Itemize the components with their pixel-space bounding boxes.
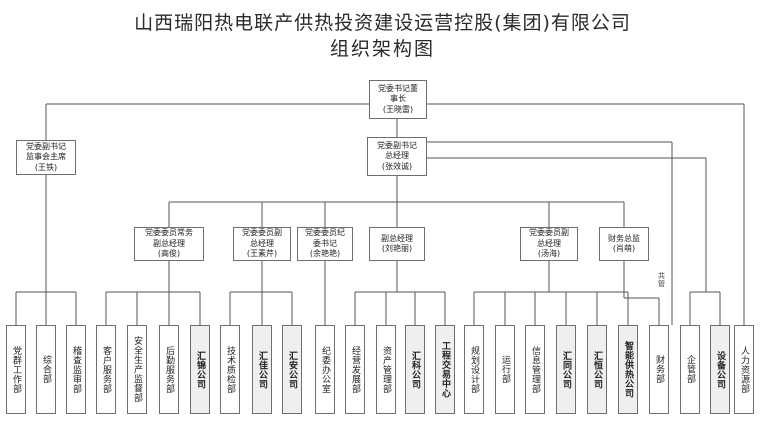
department-box: 客户服务部 xyxy=(96,325,116,414)
leader-line: (张效诚) xyxy=(381,161,413,171)
department-label: 汇恒公司 xyxy=(592,350,602,389)
department-label: 智能供热公司 xyxy=(623,341,633,398)
vp-tang-box: 党委委员副总经理(汤海) xyxy=(520,227,578,261)
vp-wang-box: 党委委员副总经理(王素芹) xyxy=(233,227,291,261)
leader-line: 党委委员副 xyxy=(529,228,569,238)
subsidiary-box: 工程交易中心 xyxy=(435,325,455,414)
department-label: 工程交易中心 xyxy=(440,341,450,398)
subsidiary-box: 汇同公司 xyxy=(556,325,576,414)
subsidiary-box: 汇安公司 xyxy=(282,325,302,414)
subsidiary-box: 智能供热公司 xyxy=(618,325,638,414)
leader-line: 委书记 xyxy=(313,238,337,248)
department-label: 人力资源部 xyxy=(739,345,749,394)
department-label: 综合部 xyxy=(41,355,51,384)
page-subtitle: 组织架构图 xyxy=(329,38,435,60)
shared-management-label: 共管 xyxy=(658,272,665,288)
leader-line: (高俊) xyxy=(157,249,181,259)
department-label: 汇佳公司 xyxy=(257,350,267,389)
leader-line: 党委委员副 xyxy=(242,228,282,238)
department-label: 后勤服务部 xyxy=(164,345,174,394)
department-label: 汇同公司 xyxy=(561,350,571,389)
department-box: 信息管理部 xyxy=(525,325,545,414)
department-box: 规划设计部 xyxy=(464,325,484,414)
department-box: 运行部 xyxy=(495,325,515,414)
department-label: 汇锦公司 xyxy=(195,350,205,389)
subsidiary-box: 汇恒公司 xyxy=(587,325,607,414)
department-label: 信息管理部 xyxy=(530,345,540,394)
subsidiary-box: 汇科公司 xyxy=(405,325,425,414)
leader-line: 党委副书记 xyxy=(377,140,417,150)
leader-line: (王素芹) xyxy=(246,249,278,259)
leader-line: (王晓雷) xyxy=(382,104,414,114)
leader-line: 总经理 xyxy=(385,151,409,161)
leader-line: 副总经理 xyxy=(381,233,413,243)
department-box: 技术质检部 xyxy=(220,325,240,414)
department-box: 纪委办公室 xyxy=(315,325,335,414)
vp-liu-box: 副总经理(刘艳丽) xyxy=(369,227,425,261)
leader-line: 事长 xyxy=(390,94,406,104)
department-label: 运行部 xyxy=(500,355,510,384)
vp-gao-box: 党委委员常务副总经理(高俊) xyxy=(134,227,204,261)
department-label: 设备公司 xyxy=(715,350,725,389)
leader-line: 党委副书记 xyxy=(26,141,66,151)
department-label: 规划设计部 xyxy=(469,345,479,394)
department-box: 综合部 xyxy=(36,325,56,414)
cfo-box: 财务总监(肖萌) xyxy=(599,227,649,261)
page-title: 山西瑞阳热电联产供热投资建设运营控股(集团)有限公司 xyxy=(134,12,631,34)
leader-line: 党委委员纪 xyxy=(305,228,345,238)
leader-line: (王铁) xyxy=(34,162,58,172)
department-label: 企管部 xyxy=(685,355,695,384)
department-label: 汇安公司 xyxy=(287,350,297,389)
department-label: 技术质检部 xyxy=(225,345,235,394)
subsidiary-box: 汇佳公司 xyxy=(252,325,272,414)
department-label: 客户服务部 xyxy=(101,345,111,394)
department-label: 稽查监审部 xyxy=(71,345,81,394)
department-label: 党群工作部 xyxy=(11,345,21,394)
department-label: 纪委办公室 xyxy=(320,345,330,394)
department-label: 汇科公司 xyxy=(410,350,420,389)
department-box: 党群工作部 xyxy=(6,325,26,414)
leader-line: 财务总监 xyxy=(608,233,640,243)
department-box: 财务部 xyxy=(649,325,669,414)
department-box: 资产管理部 xyxy=(376,325,396,414)
general-manager-box: 党委副书记总经理(张效诚) xyxy=(367,137,427,176)
department-label: 安全生产监督部 xyxy=(132,336,142,403)
department-box: 安全生产监督部 xyxy=(127,325,147,414)
leader-line: 党委书记董 xyxy=(378,83,418,93)
leader-line: (汤海) xyxy=(537,249,561,259)
department-label: 财务部 xyxy=(654,355,664,384)
leader-line: (余艳艳) xyxy=(309,249,341,259)
leader-line: 总经理 xyxy=(537,238,561,248)
department-label: 经营发展部 xyxy=(350,345,360,394)
department-label: 资产管理部 xyxy=(381,345,391,394)
department-box: 人力资源部 xyxy=(734,325,754,414)
department-box: 经营发展部 xyxy=(345,325,365,414)
leader-line: (肖萌) xyxy=(612,244,636,253)
leader-line: 副总经理 xyxy=(153,238,185,248)
chairman-box: 党委书记董事长(王晓雷) xyxy=(369,80,427,119)
subsidiary-box: 设备公司 xyxy=(710,325,730,414)
leader-line: 党委委员常务 xyxy=(145,228,193,238)
leader-line: (刘艳丽) xyxy=(381,244,413,253)
leader-line: 监事会主席 xyxy=(26,152,66,162)
leader-line: 总经理 xyxy=(250,238,274,248)
discipline-secretary-box: 党委委员纪委书记(余艳艳) xyxy=(297,227,353,261)
department-box: 后勤服务部 xyxy=(159,325,179,414)
department-box: 稽查监审部 xyxy=(66,325,86,414)
department-box: 企管部 xyxy=(680,325,700,414)
supervisor-box: 党委副书记监事会主席(王铁) xyxy=(16,140,76,175)
subsidiary-box: 汇锦公司 xyxy=(190,325,210,414)
